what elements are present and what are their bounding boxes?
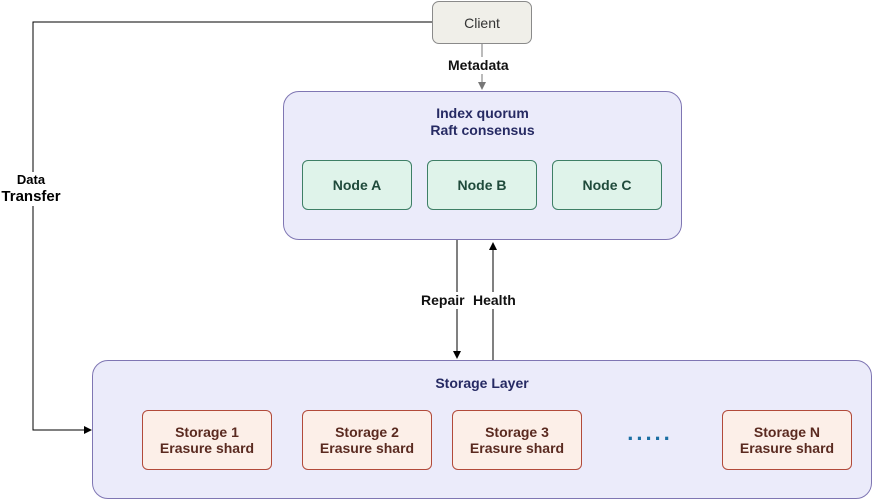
client-label: Client	[464, 14, 500, 31]
storage-name: Storage 3	[485, 424, 549, 440]
node-label: Node A	[332, 177, 382, 193]
data-transfer-connector	[32, 21, 432, 434]
data-transfer-label-line2: Transfer	[1, 188, 61, 205]
node-a[interactable]: Node A	[302, 160, 412, 210]
node-label: Node B	[457, 177, 507, 193]
client-node[interactable]: Client	[432, 1, 532, 44]
storage-name: Storage 2	[335, 424, 399, 440]
node-c[interactable]: Node C	[552, 160, 662, 210]
health-label: Health	[473, 292, 516, 309]
index-quorum-title-line1: Index quorum	[436, 105, 529, 121]
data-transfer-label: Data Transfer	[0, 172, 62, 206]
index-quorum-title: Index quorum Raft consensus	[283, 105, 682, 139]
data-transfer-label-line1: Data	[16, 172, 46, 187]
storage-name: Storage N	[753, 424, 821, 440]
storage-1[interactable]: Storage 1 Erasure shard	[142, 410, 272, 470]
node-b[interactable]: Node B	[427, 160, 537, 210]
storage-n[interactable]: Storage N Erasure shard	[722, 410, 852, 470]
storage-name: Storage 1	[175, 424, 239, 440]
storage-3[interactable]: Storage 3 Erasure shard	[452, 410, 582, 470]
repair-label: Repair	[421, 292, 465, 309]
storage-subtitle: Erasure shard	[739, 440, 835, 456]
metadata-label: Metadata	[448, 57, 509, 74]
index-quorum-title-line2: Raft consensus	[430, 122, 535, 138]
storage-subtitle: Erasure shard	[469, 440, 565, 456]
storage-2[interactable]: Storage 2 Erasure shard	[302, 410, 432, 470]
storage-layer-title: Storage Layer	[435, 375, 529, 391]
node-label: Node C	[582, 177, 632, 193]
storage-subtitle: Erasure shard	[319, 440, 415, 456]
storage-subtitle: Erasure shard	[159, 440, 255, 456]
storage-ellipsis: .....	[627, 420, 673, 445]
